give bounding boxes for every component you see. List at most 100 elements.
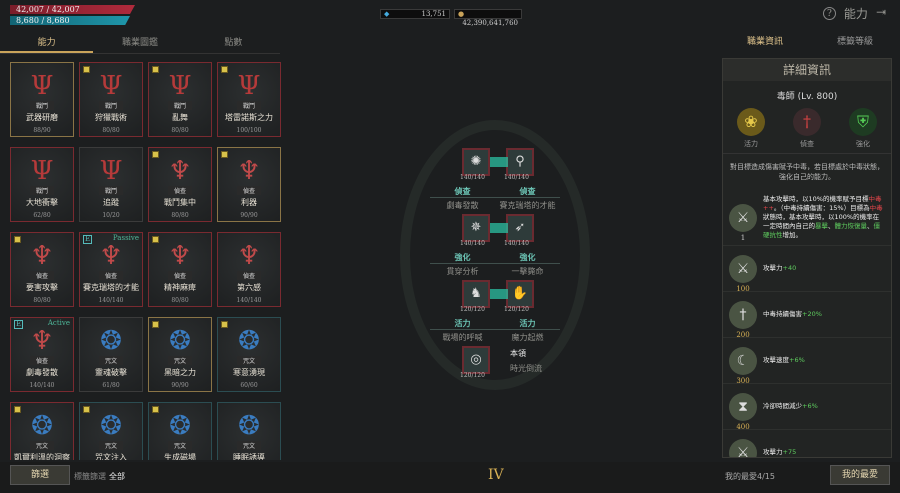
dagger-icon: ♆ [237, 156, 261, 186]
tab-points[interactable]: 點數 [224, 38, 243, 48]
favorite-star-icon[interactable] [152, 406, 159, 413]
ability-card[interactable]: ❂ 咒文 凱爾利溫的洞察 [10, 402, 74, 460]
spiral-icon: ❂ [238, 411, 260, 441]
gold-counter: ●42,390,641,760 [454, 9, 522, 27]
ability-card[interactable]: ❂ 咒文 寒意湧現 60/60 [217, 317, 281, 392]
detail-panel: 詳細資訊 毒師 (Lv. 800) ❀活力 †偵查 ⛨強化 對目標造成傷害賦予中… [722, 58, 892, 458]
favorite-star-icon[interactable] [221, 66, 228, 73]
ability-card[interactable]: ♆ 偵查 戰鬥集中 80/80 [148, 147, 212, 222]
perk-row: ⚔攻擊力+75 [723, 430, 891, 457]
favorites-button[interactable]: 我的最愛 [830, 465, 890, 485]
favorite-star-icon[interactable] [83, 66, 90, 73]
tag-filter-value[interactable]: 全部 [109, 472, 125, 481]
perk-icon: ⚔100 [729, 254, 757, 293]
ability-card[interactable]: ♆ 偵查 第六感 140/140 [217, 232, 281, 307]
card-name: 凱爾利溫的洞察 [14, 453, 70, 460]
ability-card[interactable]: Ψ 戰鬥 武器研磨 88/90 [10, 62, 74, 137]
node-count: 140/140 [504, 174, 529, 181]
card-name: 武器研磨 [26, 113, 58, 122]
node-link [490, 157, 508, 167]
ability-card[interactable]: ♆ 偵查 要害攻擊 80/80 [10, 232, 74, 307]
ability-card[interactable]: Ψ 戰鬥 追蹤 10/20 [79, 147, 143, 222]
tree-row-skills: 戰場的呼喊魔力起燃 [442, 333, 544, 342]
tree-node[interactable]: ✵140/140 [460, 214, 490, 247]
node-link [490, 289, 508, 299]
ability-card[interactable]: Ψ 戰鬥 亂舞 80/80 [148, 62, 212, 137]
detail-title: 詳細資訊 [723, 59, 891, 81]
tag-filter-label: 標籤篩選 [74, 472, 106, 481]
favorite-star-icon[interactable] [221, 321, 228, 328]
tree-node[interactable]: ◎120/120 [460, 346, 490, 379]
ability-card[interactable]: ❂ 咒文 咒文注入 [79, 402, 143, 460]
tree-node[interactable]: ➶140/140 [504, 214, 534, 247]
tree-row-labels: 活力活力 [454, 318, 536, 328]
favorite-star-icon[interactable] [152, 236, 159, 243]
ability-card[interactable]: Ψ 戰鬥 塔雷諾斯之力 100/100 [217, 62, 281, 137]
ability-card[interactable]: Ψ 戰鬥 大地衝擊 62/80 [10, 147, 74, 222]
ability-card[interactable]: ❂ 咒文 生成磁場 [148, 402, 212, 460]
divider [430, 329, 560, 330]
node-count: 140/140 [460, 240, 485, 247]
attr-vitality[interactable]: ❀活力 [737, 108, 765, 149]
favorite-star-icon[interactable] [152, 66, 159, 73]
node-count: 120/120 [460, 306, 485, 313]
favorite-star-icon[interactable] [83, 406, 90, 413]
tree-row-labels: 本領時光倒流 [510, 349, 542, 373]
equip-badge: E [83, 235, 93, 244]
tab-class-codex[interactable]: 職業圖鑑 [121, 38, 158, 48]
tab-class-info[interactable]: 職業資訊 [746, 37, 783, 47]
favorite-star-icon[interactable] [152, 151, 159, 158]
trident-icon: Ψ [30, 71, 54, 101]
filter-button[interactable]: 篩選 [10, 465, 70, 485]
perk-label: 攻擊力 [763, 264, 783, 272]
ability-card[interactable]: Ψ 戰鬥 狩獵戰術 80/80 [79, 62, 143, 137]
attr-enhance[interactable]: ⛨強化 [849, 108, 877, 149]
perk-label: 冷卻時間減少 [763, 402, 802, 410]
card-category: 偵查 [236, 271, 261, 280]
main-perk-text: 基本攻擊時，以10%的機率賦予目標中毒++。（中毒持續傷害：15%）目標為中毒狀… [763, 195, 883, 239]
tree-node[interactable]: ✋120/120 [504, 280, 534, 313]
ability-card[interactable]: ♆ 偵查 精神麻痺 80/80 [148, 232, 212, 307]
card-level: 140/140 [98, 297, 124, 304]
mp-bar: 8,680 / 8,680 [10, 16, 130, 25]
favorite-star-icon[interactable] [221, 151, 228, 158]
tree-node[interactable]: ♞120/120 [460, 280, 490, 313]
tab-ability[interactable]: 能力 [0, 32, 94, 53]
card-name: 劇毒發散 [26, 368, 58, 377]
card-name: 賽克瑞塔的才能 [83, 283, 139, 292]
card-name: 生成磁場 [164, 453, 196, 460]
tier-badge[interactable]: IV [488, 467, 504, 483]
tree-node[interactable]: ⚲140/140 [504, 148, 534, 181]
card-level: 100/100 [236, 127, 262, 134]
status-bars: 42,007 / 42,007 8,680 / 8,680 [10, 5, 135, 25]
perk-label: 中毒持續傷害 [763, 310, 802, 318]
ability-card[interactable]: ❂ 咒文 睡眠誘導 [217, 402, 281, 460]
card-category: 戰鬥 [98, 186, 123, 195]
dagger-icon: ♆ [237, 241, 261, 271]
exit-icon[interactable]: ⇥ [875, 5, 886, 19]
attr-scout[interactable]: †偵查 [793, 108, 821, 149]
spiral-icon: ❂ [169, 326, 191, 356]
ability-card[interactable]: ♆ 偵查 利器 90/90 [217, 147, 281, 222]
ability-card[interactable]: ❂ 咒文 黑暗之力 90/90 [148, 317, 212, 392]
tab-tag-level[interactable]: 標籤等級 [836, 37, 873, 47]
favorite-star-icon[interactable] [14, 406, 21, 413]
node-count: 140/140 [460, 174, 485, 181]
card-level: 62/80 [33, 212, 51, 219]
ability-card[interactable]: ❂ 咒文 靈魂破擊 61/80 [79, 317, 143, 392]
card-name: 睡眠誘導 [233, 453, 265, 460]
card-category: 偵查 [98, 271, 123, 280]
skill-type-badge: Passive [112, 234, 139, 242]
tree-node[interactable]: ✺140/140 [460, 148, 490, 181]
favorite-star-icon[interactable] [152, 321, 159, 328]
help-icon[interactable]: ? [822, 7, 836, 20]
dagger-icon: † [793, 108, 821, 136]
favorite-star-icon[interactable] [14, 236, 21, 243]
card-level: 61/80 [102, 382, 120, 389]
